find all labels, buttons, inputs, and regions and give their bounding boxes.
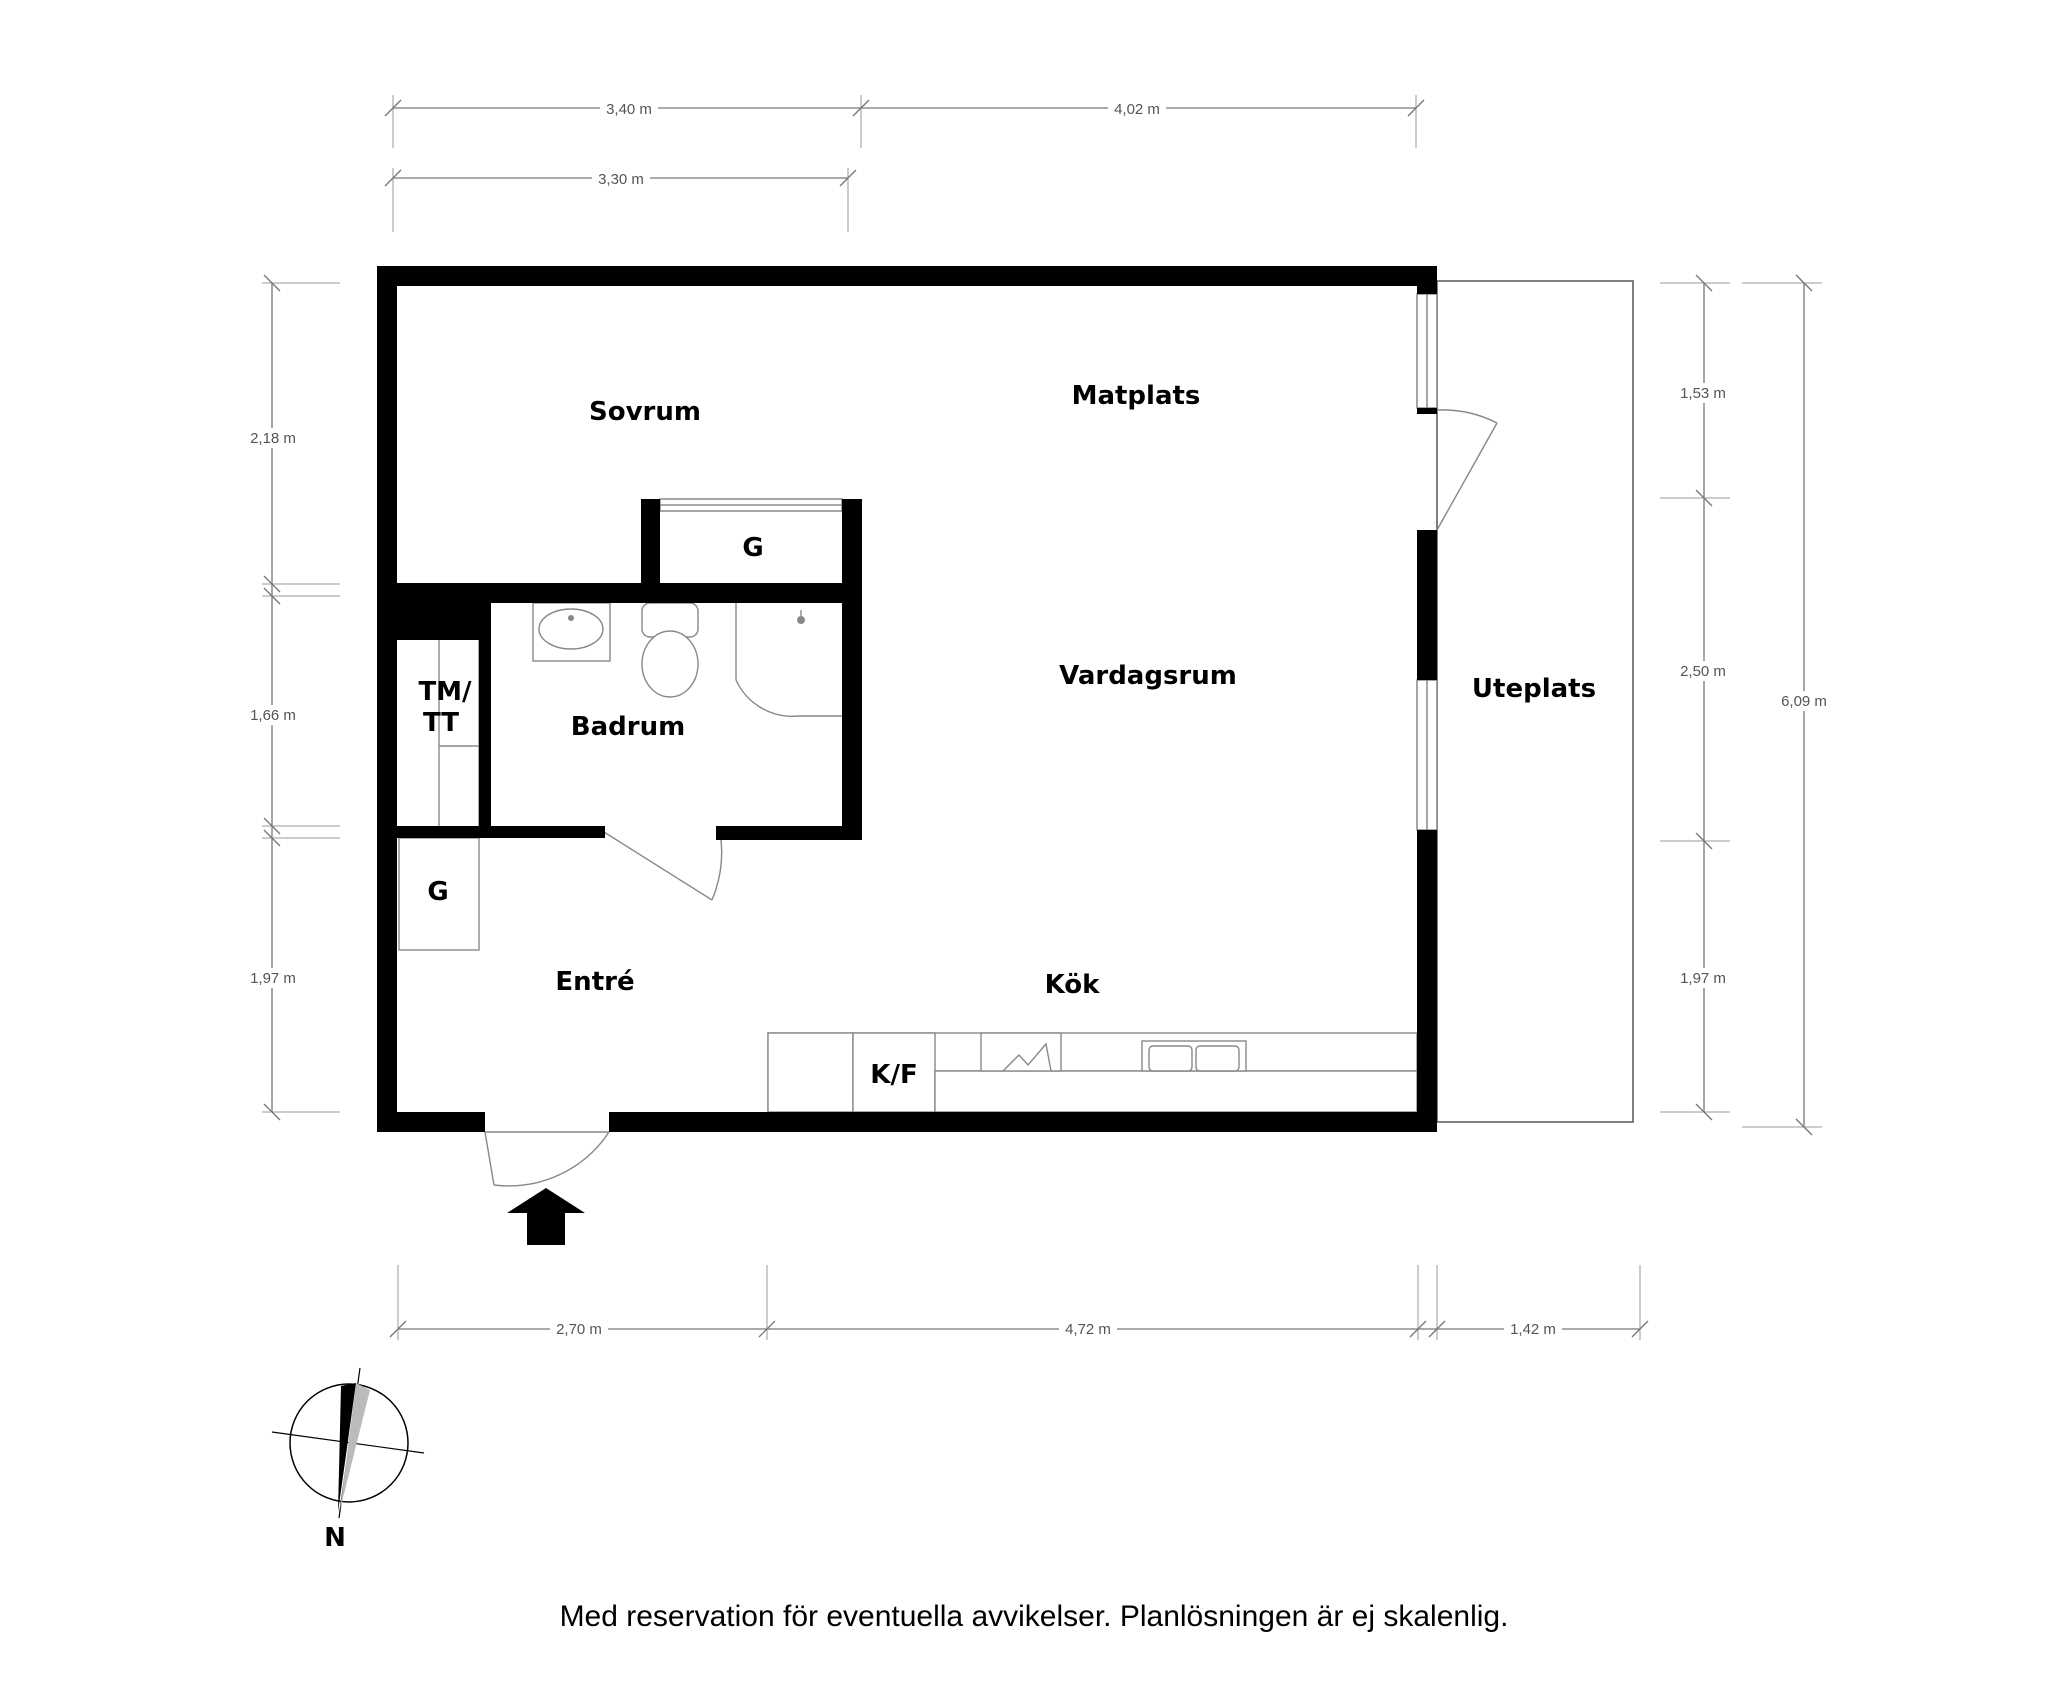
room-label-tm-tt-line1: TM/ xyxy=(418,677,472,707)
room-label-uteplats: Uteplats xyxy=(1472,674,1596,704)
dim-bottom-2: 4,72 m xyxy=(1065,1321,1111,1338)
dim-left-2: 1,66 m xyxy=(250,707,296,724)
dim-top-1: 3,40 m xyxy=(606,101,652,118)
room-label-badrum: Badrum xyxy=(571,712,685,742)
dimension-label-backgrounds xyxy=(244,98,1834,1339)
dim-top-3: 3,30 m xyxy=(598,171,644,188)
room-label-entre: Entré xyxy=(555,967,634,997)
dim-bottom-1: 2,70 m xyxy=(556,1321,602,1338)
dim-left-3: 1,97 m xyxy=(250,970,296,987)
dim-right-2: 2,50 m xyxy=(1680,663,1726,680)
room-label-kf: K/F xyxy=(870,1060,917,1090)
room-label-sovrum: Sovrum xyxy=(589,397,701,427)
windows xyxy=(659,293,1438,831)
disclaimer-note: Med reservation för eventuella avvikelse… xyxy=(560,1600,1509,1633)
dim-right-3: 1,97 m xyxy=(1680,970,1726,987)
compass-north-label: N xyxy=(324,1523,346,1553)
dim-right-1: 1,53 m xyxy=(1680,385,1726,402)
room-label-vardagsrum: Vardagsrum xyxy=(1059,661,1237,691)
room-label-tm-tt-line2: TT xyxy=(423,708,459,738)
dim-top-2: 4,02 m xyxy=(1114,101,1160,118)
compass-rose xyxy=(271,1367,425,1519)
dim-left-1: 2,18 m xyxy=(250,430,296,447)
room-label-garderob-entre: G xyxy=(427,877,448,907)
dim-right-total: 6,09 m xyxy=(1781,693,1827,710)
room-label-garderob: G xyxy=(742,533,763,563)
entrance-arrow-icon xyxy=(507,1188,585,1245)
room-label-matplats: Matplats xyxy=(1072,381,1201,411)
doors xyxy=(484,409,1498,1187)
interior-fixtures xyxy=(398,602,1418,1113)
walls xyxy=(377,266,1437,1132)
room-label-kok: Kök xyxy=(1045,970,1101,1000)
dim-bottom-3: 1,42 m xyxy=(1510,1321,1556,1338)
